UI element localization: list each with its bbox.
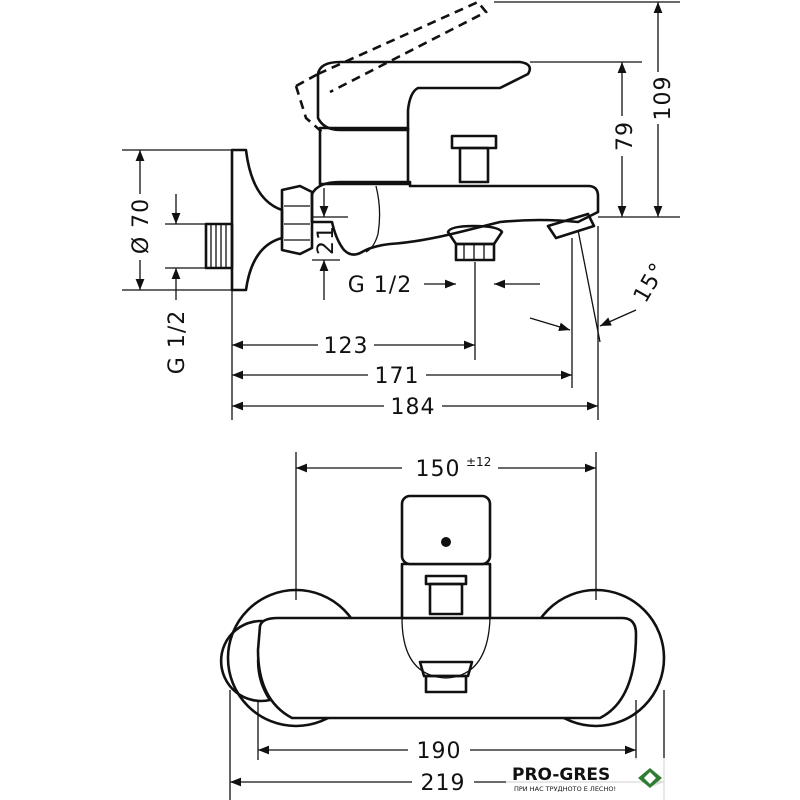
outlet-thread (446, 224, 504, 262)
dim-diameter-70-label: Ø 70 (129, 198, 154, 254)
dim-21-label: 21 (314, 225, 339, 255)
dim-angle-label: 15° (629, 258, 672, 307)
cartridge-column (318, 126, 410, 186)
hex-nut (280, 184, 314, 256)
watermark-tagline: ПРИ НАС ТРУДНОТО Е ЛЕСНО! (514, 785, 616, 793)
dim-171-label: 171 (375, 364, 420, 389)
diverter-knob (450, 134, 498, 184)
front-spout (401, 617, 491, 679)
dim-109-label: 109 (651, 76, 676, 121)
dim-150-tolerance: ±12 (466, 455, 491, 469)
dim-123-label: 123 (324, 334, 369, 359)
dim-79-label: 79 (613, 121, 638, 151)
lever-open-position (294, 0, 489, 133)
side-view: 109 79 Ø 70 G 1/2 21 G 1/2 15° 123 171 1… (122, 0, 680, 421)
front-view: 150 ±12 190 219 (219, 452, 666, 800)
front-lever-dot (441, 537, 451, 547)
dim-190-label: 190 (417, 739, 462, 764)
front-aerator (418, 660, 474, 694)
lever-handle (316, 60, 532, 132)
watermark-brand: PRO-GRES (512, 765, 610, 785)
wall-rosette (230, 148, 284, 292)
watermark-logo: PRO-GRES ПРИ НАС ТРУДНОТО Е ЛЕСНО! (506, 758, 676, 800)
aerator (546, 212, 596, 240)
front-lever (400, 494, 492, 566)
inlet-thread (204, 222, 234, 270)
front-column (400, 562, 492, 620)
dim-219-label: 219 (421, 771, 466, 796)
mixer-body (310, 180, 600, 256)
dim-outlet-thread-label: G 1/2 (348, 273, 412, 298)
dim-150-label: 150 (416, 457, 461, 482)
dim-inlet-thread-label: G 1/2 (165, 310, 190, 374)
dim-184-label: 184 (391, 395, 436, 420)
front-housing (256, 616, 638, 720)
